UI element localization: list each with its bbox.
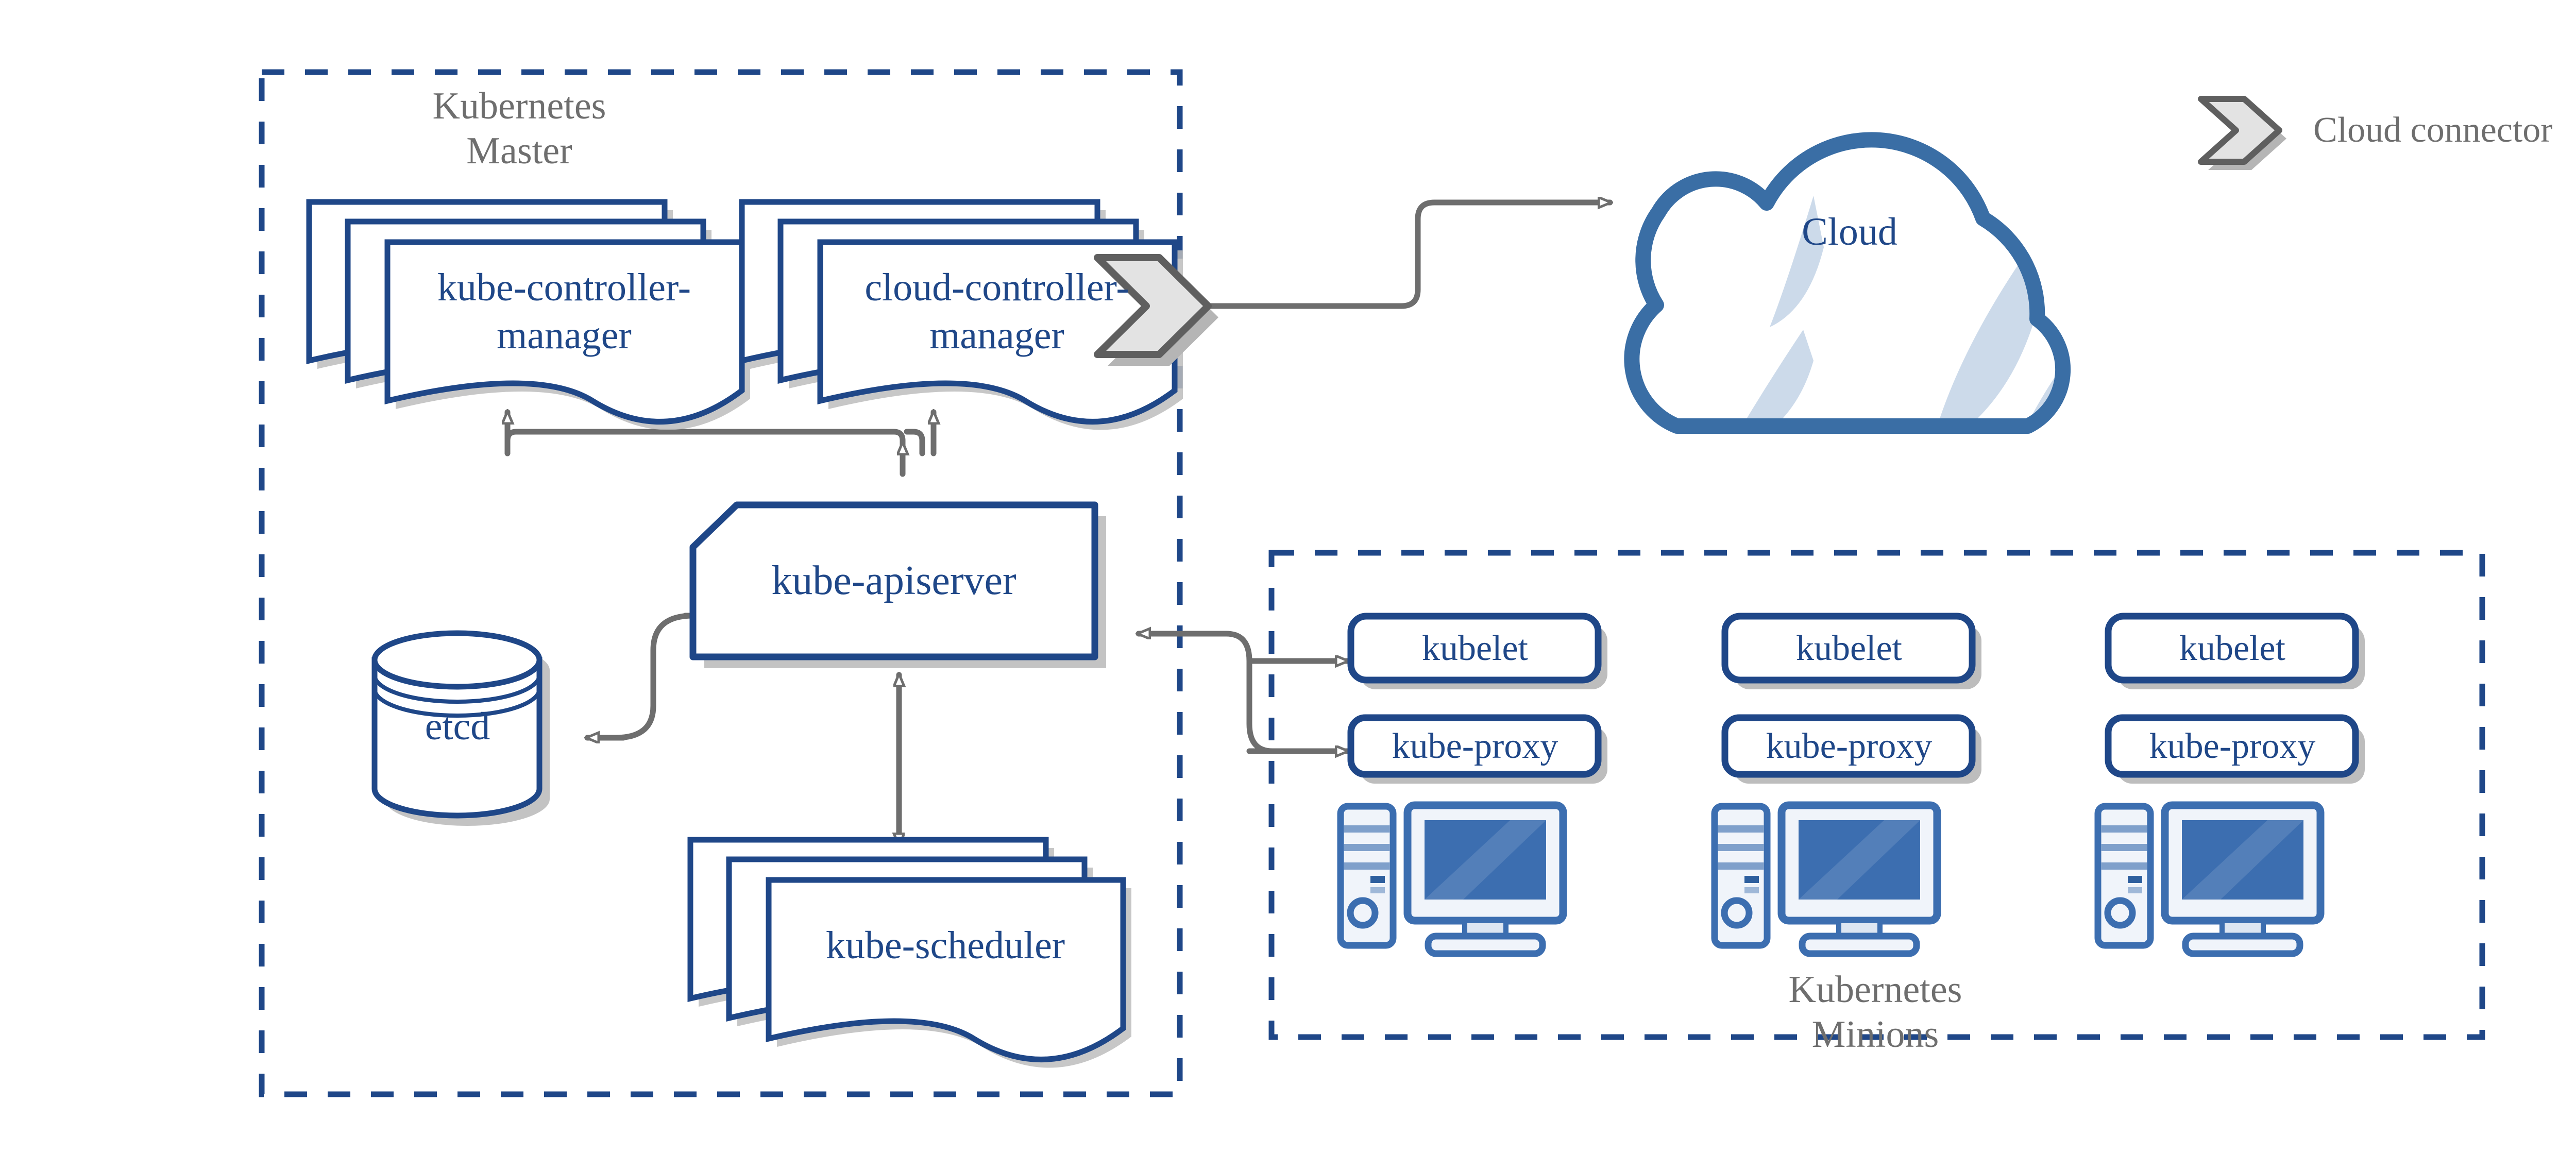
m3-monitor-screen <box>2182 820 2303 900</box>
m3-monitor-base <box>2182 932 2303 957</box>
connector-layer <box>507 202 1610 845</box>
minions-dashed-border <box>1268 550 2485 1040</box>
legend-cloud-connector-icon <box>2198 96 2286 170</box>
m3-kubelet-box[interactable] <box>2105 613 2359 684</box>
m3-tower-stripe-3 <box>2101 862 2147 870</box>
m1-tower-stripe-3 <box>1344 862 1390 870</box>
cloud-fill <box>1632 140 2063 426</box>
cloud-node[interactable] <box>1624 132 2079 453</box>
etcd-ring-1 <box>372 674 541 704</box>
m2-tower-stripe-2 <box>1718 844 1764 851</box>
kubernetes-master-group <box>259 69 1183 1097</box>
m1-computer-icon <box>1337 801 1567 957</box>
m1-tower-stripe-2 <box>1344 844 1390 851</box>
connector-etcd-apiserver-path <box>613 613 696 741</box>
connector-ccm-to-cloud-path <box>1177 199 1600 309</box>
minion-2[interactable] <box>1468 613 1981 957</box>
minion-3[interactable] <box>2094 613 2365 957</box>
cloud-connector-chevron-icon <box>1094 254 1218 366</box>
m3-computer-icon <box>2094 801 2325 957</box>
master-dashed-border <box>259 69 1183 1097</box>
etcd-node[interactable] <box>371 630 550 826</box>
m3-monitor-glare <box>2182 820 2303 900</box>
cloud-crescent-3 <box>1929 255 2038 426</box>
connector-apiserver-minion-trunk <box>1223 631 1276 754</box>
m2-kubelet-box[interactable] <box>1721 613 1976 684</box>
connector-apiserver-to-controllers-trunk <box>504 429 906 469</box>
m1-tower-power <box>1347 897 1379 929</box>
m3-tower-led-2 <box>2128 887 2142 893</box>
m3-tower-led-1 <box>2128 876 2142 883</box>
minion-1[interactable] <box>1337 613 1607 957</box>
apiserver-body <box>689 501 1098 660</box>
m1-monitor-glare <box>1425 820 1546 900</box>
etcd-top-ellipse <box>371 630 543 690</box>
connector-ccm-elbow <box>904 429 925 456</box>
cloud-crescent-1 <box>1770 196 1824 327</box>
m2-tower-stripe-3 <box>1718 862 1764 870</box>
cloud-controller-manager-node[interactable] <box>739 199 1183 430</box>
m1-tower-led-1 <box>1370 876 1385 883</box>
kubernetes-minions-group <box>1268 550 2485 1040</box>
m2-computer-icon <box>1711 801 1941 957</box>
kube-apiserver-node[interactable] <box>689 501 1106 668</box>
m3-tower-stripe-2 <box>2101 844 2147 851</box>
m2-tower-led-2 <box>1744 887 1759 893</box>
m3-tower-power <box>2104 897 2136 929</box>
m2-monitor-base <box>1799 932 1920 957</box>
kube-scheduler-node[interactable] <box>687 837 1131 1068</box>
legend-chevron-body <box>2198 96 2282 165</box>
m3-kubeproxy-box[interactable] <box>2105 714 2359 778</box>
m1-tower-led-2 <box>1370 887 1385 893</box>
m1-tower-stripe-1 <box>1344 825 1390 833</box>
m2-tower-led-1 <box>1744 876 1759 883</box>
chevron-body <box>1094 254 1212 358</box>
m2-tower-stripe-1 <box>1718 825 1764 833</box>
sched-doc-page-3 <box>766 877 1126 1062</box>
m1-monitor-screen <box>1425 820 1546 900</box>
m2-monitor-screen <box>1799 820 1920 900</box>
doc-page-3 <box>384 239 745 425</box>
m2-monitor-glare <box>1799 820 1920 900</box>
m1-kubeproxy-box[interactable] <box>1347 714 1602 778</box>
m3-tower-stripe-1 <box>2101 825 2147 833</box>
m1-monitor-base <box>1425 932 1546 957</box>
etcd-ring-2 <box>372 688 541 718</box>
kube-controller-manager-node[interactable] <box>306 199 750 430</box>
m2-kubeproxy-box[interactable] <box>1721 714 1976 778</box>
ccm-doc-page-3 <box>817 239 1178 425</box>
m2-tower-power <box>1721 897 1753 929</box>
cloud-outline <box>1624 132 2071 434</box>
m1-kubelet-box[interactable] <box>1347 613 1602 684</box>
